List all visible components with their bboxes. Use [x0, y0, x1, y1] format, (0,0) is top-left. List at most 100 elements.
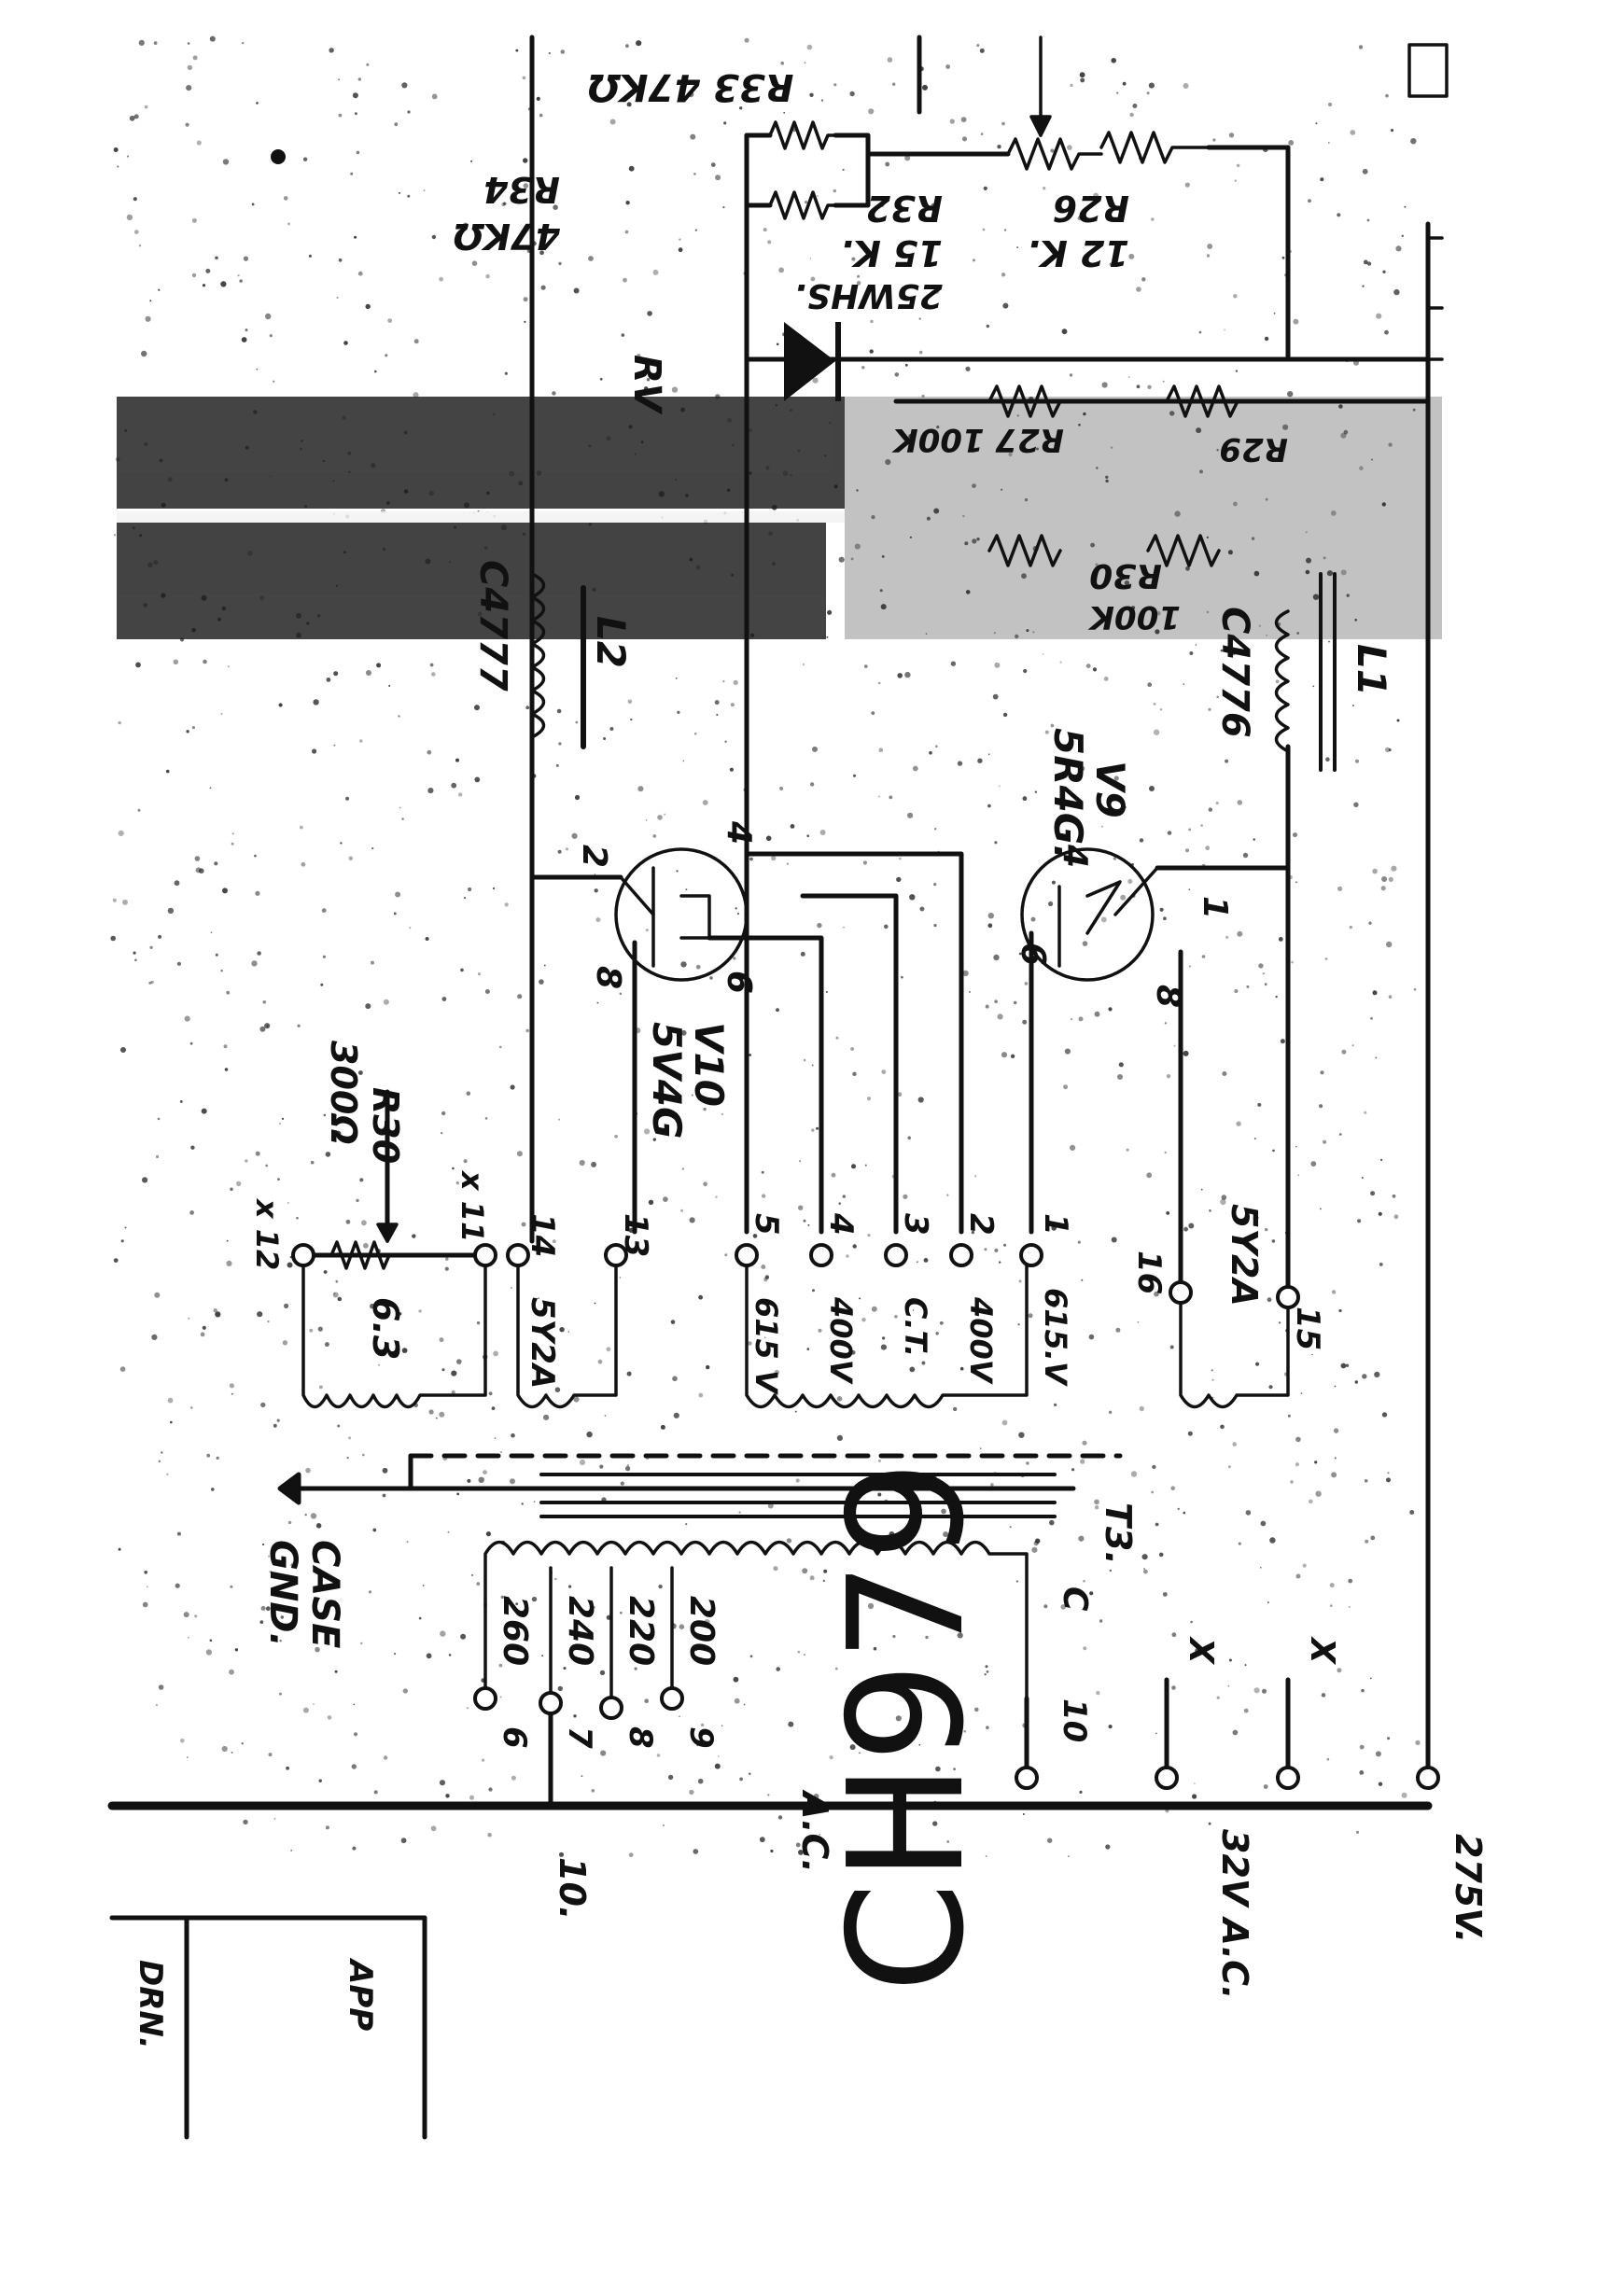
noise-speck: [715, 175, 721, 181]
noise-speck: [1167, 831, 1172, 835]
noise-speck: [933, 924, 937, 928]
noise-speck: [1232, 1729, 1239, 1736]
noise-speck: [124, 1226, 127, 1229]
noise-speck: [552, 1239, 556, 1244]
label-10: 10.: [552, 1857, 593, 1920]
noise-speck: [1354, 619, 1357, 622]
noise-speck: [701, 1723, 705, 1726]
noise-speck: [704, 1619, 710, 1626]
noise-speck: [603, 737, 607, 740]
noise-speck: [1049, 1519, 1055, 1526]
noise-speck: [279, 1123, 281, 1125]
noise-speck: [521, 1502, 524, 1505]
noise-speck: [338, 78, 340, 81]
noise-speck: [971, 1230, 975, 1235]
noise-speck: [126, 214, 133, 221]
label-l2: L2: [588, 616, 634, 668]
noise-speck: [1101, 825, 1103, 828]
noise-speck: [761, 1170, 764, 1174]
noise-speck: [1244, 1664, 1247, 1667]
noise-speck: [849, 91, 855, 97]
noise-speck: [333, 744, 336, 747]
noise-speck: [366, 670, 371, 676]
noise-speck: [350, 172, 354, 175]
noise-speck: [474, 705, 480, 711]
noise-speck: [795, 1842, 801, 1848]
noise-speck: [672, 1376, 678, 1382]
noise-speck: [594, 873, 596, 875]
noise-speck: [877, 681, 881, 685]
noise-speck: [763, 1336, 766, 1338]
noise-speck: [667, 1774, 674, 1781]
noise-speck: [185, 122, 189, 127]
noise-speck: [133, 951, 136, 955]
noise-speck: [597, 1359, 603, 1364]
noise-speck: [771, 855, 777, 861]
noise-speck: [398, 715, 400, 718]
noise-speck: [539, 113, 543, 118]
noise-speck: [137, 808, 141, 812]
noise-speck: [853, 774, 856, 777]
noise-speck: [146, 1586, 148, 1588]
noise-speck: [1195, 644, 1197, 646]
noise-speck: [388, 685, 391, 687]
noise-speck: [1340, 1363, 1347, 1369]
noise-speck: [974, 1175, 977, 1178]
noise-speck: [1228, 1465, 1231, 1469]
noise-speck: [1238, 1542, 1241, 1545]
noise-speck: [501, 202, 506, 207]
noise-speck: [382, 1493, 386, 1498]
noise-speck: [1125, 806, 1127, 808]
noise-speck: [441, 1111, 446, 1116]
noise-speck: [315, 1523, 322, 1529]
noise-speck: [935, 1766, 941, 1772]
noise-speck: [167, 907, 175, 915]
noise-speck: [1141, 1554, 1148, 1560]
noise-speck: [972, 538, 977, 544]
noise-speck: [826, 636, 829, 638]
noise-speck: [425, 937, 429, 941]
noise-speck: [987, 753, 990, 755]
noise-speck: [779, 786, 784, 790]
noise-speck: [1325, 757, 1330, 762]
noise-speck: [1351, 705, 1354, 707]
noise-speck: [897, 1092, 903, 1097]
noise-speck: [1096, 1690, 1100, 1696]
noise-speck: [715, 1195, 718, 1198]
noise-speck: [1183, 1050, 1189, 1056]
noise-speck: [1136, 384, 1141, 389]
noise-speck: [916, 1261, 918, 1264]
noise-speck: [932, 1821, 938, 1826]
noise-speck: [1264, 336, 1269, 342]
noise-speck: [466, 1091, 471, 1096]
noise-speck: [670, 1320, 676, 1324]
noise-speck: [145, 315, 151, 322]
noise-speck: [1273, 312, 1276, 314]
noise-speck: [142, 1601, 148, 1608]
label-v9-type: 5R4G.: [1045, 728, 1091, 860]
noise-speck: [406, 1541, 409, 1544]
noise-speck: [901, 975, 903, 979]
noise-speck: [809, 1575, 815, 1581]
noise-speck: [718, 1755, 720, 1757]
noise-speck: [1081, 1279, 1084, 1281]
noise-speck: [1216, 1696, 1220, 1699]
noise-speck: [1188, 888, 1191, 891]
noise-speck: [522, 76, 526, 80]
noise-speck: [1225, 759, 1229, 763]
label-r26-value: 12 K.: [1027, 232, 1129, 273]
noise-speck: [203, 659, 207, 664]
noise-speck: [894, 1315, 898, 1319]
noise-speck: [1382, 270, 1386, 273]
noise-speck: [969, 990, 971, 993]
noise-speck: [1306, 557, 1311, 564]
noise-speck: [660, 1424, 665, 1430]
noise-speck: [1340, 569, 1347, 576]
noise-speck: [811, 1128, 815, 1132]
noise-speck: [909, 536, 913, 538]
noise-speck: [119, 1366, 126, 1372]
noise-speck: [1278, 937, 1283, 942]
noise-speck: [1334, 1457, 1337, 1460]
noise-speck: [1208, 807, 1213, 812]
noise-speck: [673, 1412, 679, 1419]
